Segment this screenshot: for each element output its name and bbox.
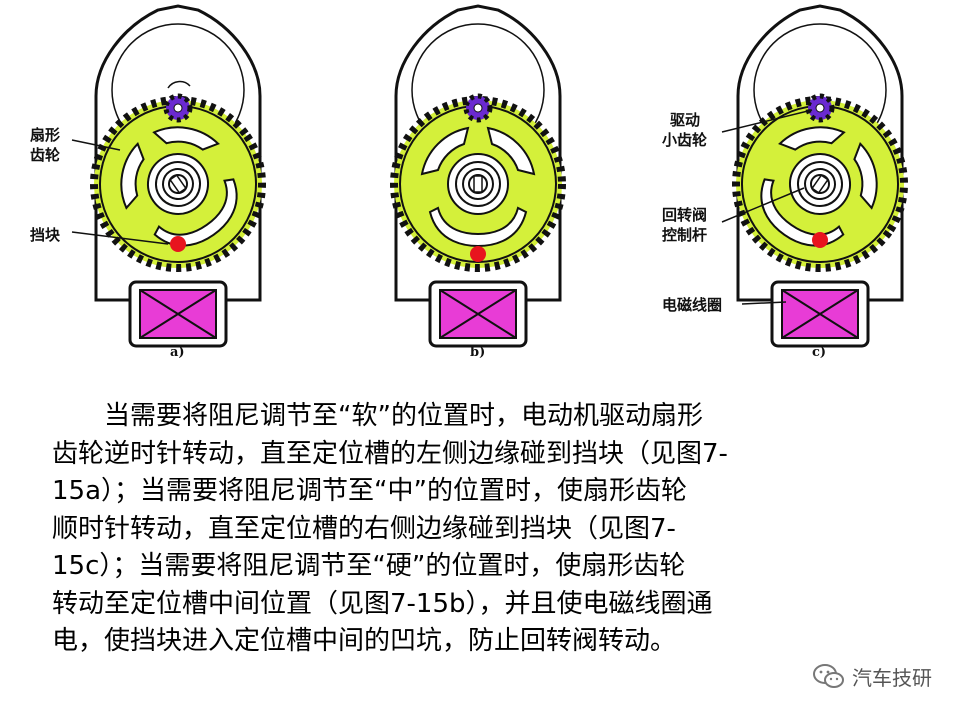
figure-a <box>61 4 295 348</box>
caption-c: c) <box>812 345 826 360</box>
description-line: 15a）；当需要将阻尼调节至“中”的位置时，使扇形齿轮 <box>52 476 687 506</box>
description-line: 15c）；当需要将阻尼调节至“硬”的位置时，使扇形齿轮 <box>52 551 686 581</box>
description-line: 当需要将阻尼调节至“软”的位置时，电动机驱动扇形 <box>104 401 703 431</box>
label-valve-lever-1: 回转阀 <box>662 206 707 224</box>
caption-a: a) <box>170 345 185 360</box>
watermark: 汽车技研 <box>812 662 932 691</box>
label-drive-pinion-2: 小齿轮 <box>662 131 707 149</box>
label-sector-gear-1: 扇形 <box>30 126 60 144</box>
description-paragraph: 当需要将阻尼调节至“软”的位置时，电动机驱动扇形 齿轮逆时针转动，直至定位槽的左… <box>52 398 912 661</box>
figure-b <box>394 4 562 348</box>
description-line: 电，使挡块进入定位槽中间的凹坑，防止回转阀转动。 <box>52 626 677 656</box>
label-drive-pinion-1: 驱动 <box>670 111 700 129</box>
stop-block-c <box>812 232 828 248</box>
label-valve-lever-2: 控制杆 <box>662 226 707 244</box>
label-sector-gear-2: 齿轮 <box>30 146 60 164</box>
damper-diagram: 扇形 齿轮 挡块 驱动 小齿轮 回转阀 控制杆 电磁线圈 a) b) c) <box>30 4 960 360</box>
stop-block-a <box>170 236 186 252</box>
label-stop-block: 挡块 <box>30 226 61 244</box>
caption-b: b) <box>470 345 485 360</box>
watermark-text: 汽车技研 <box>852 666 932 690</box>
figure-c <box>703 4 937 348</box>
leader-lines <box>71 109 813 305</box>
stop-block-b <box>470 246 486 262</box>
wechat-icon <box>813 663 844 688</box>
description-line: 顺时针转动，直至定位槽的右侧边缘碰到挡块（见图7- <box>52 513 676 544</box>
description-line: 齿轮逆时针转动，直至定位槽的左侧边缘碰到挡块（见图7- <box>52 438 728 469</box>
description-line: 转动至定位槽中间位置（见图7-15b），并且使电磁线圈通 <box>52 588 713 619</box>
label-solenoid: 电磁线圈 <box>662 296 722 314</box>
